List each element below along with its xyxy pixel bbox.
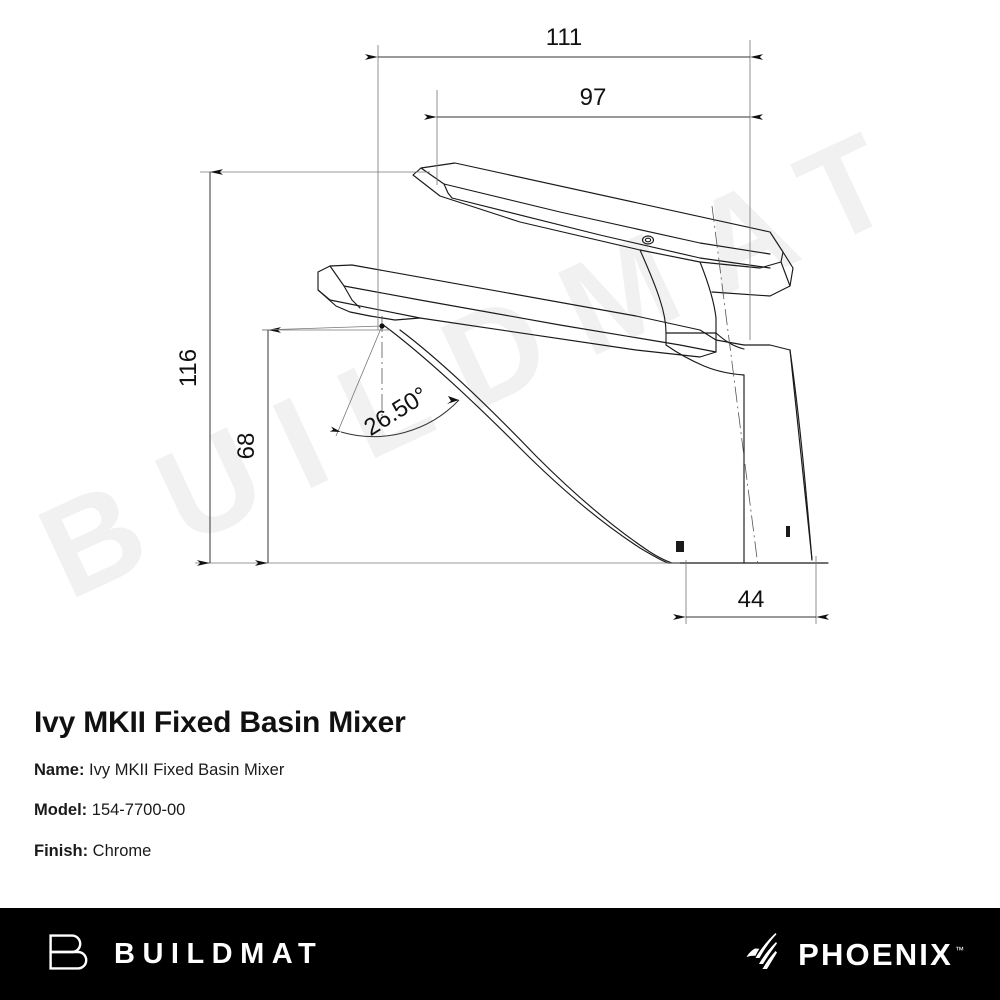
dimension-97: 97 xyxy=(424,84,763,120)
spec-label-model: Model: xyxy=(34,801,88,820)
dimension-label-116: 116 xyxy=(175,349,202,387)
spec-label-name: Name: xyxy=(34,761,85,779)
watermark: BUILDMAT xyxy=(19,91,943,626)
spec-row-name: Name: Ivy MKII Fixed Basin Mixer xyxy=(34,759,1000,781)
spec-row-model: Model: 154-7700-00 xyxy=(34,799,1000,821)
center-axis-lines xyxy=(381,205,759,567)
spec-row-finish: Finish: Chrome xyxy=(34,840,1000,862)
dimension-label-111: 111 xyxy=(546,24,582,51)
spec-label-finish: Finish: xyxy=(34,841,89,860)
angle-vertex-point xyxy=(379,323,385,329)
faucet-outline xyxy=(317,162,829,564)
dimension-68: 68 xyxy=(233,327,281,566)
phoenix-wing-icon xyxy=(744,931,784,978)
spec-value-name: Ivy MKII Fixed Basin Mixer xyxy=(89,761,285,779)
dimension-label-44: 44 xyxy=(738,586,765,613)
dimension-44: 44 xyxy=(673,586,829,620)
phoenix-wordmark-text: PHOENIX xyxy=(798,936,953,972)
buildmat-b-icon xyxy=(48,932,92,977)
trademark-symbol: ™ xyxy=(955,945,964,956)
spec-value-model: 154-7700-00 xyxy=(91,801,186,820)
page-title: Ivy MKII Fixed Basin Mixer xyxy=(34,706,406,739)
buildmat-logo: BUILDMAT xyxy=(48,932,323,977)
svg-text:BUILDMAT: BUILDMAT xyxy=(19,91,943,626)
dimension-label-68: 68 xyxy=(233,433,260,460)
spec-value-finish: Chrome xyxy=(92,841,152,860)
technical-drawing: BUILDMAT xyxy=(18,24,943,627)
buildmat-wordmark: BUILDMAT xyxy=(114,937,324,970)
product-details: Ivy MKII Fixed Basin Mixer Name: Ivy MKI… xyxy=(0,660,1000,910)
dimension-116: 116 xyxy=(175,169,223,566)
dimension-label-97: 97 xyxy=(580,84,607,111)
dimension-111: 111 xyxy=(365,24,763,60)
